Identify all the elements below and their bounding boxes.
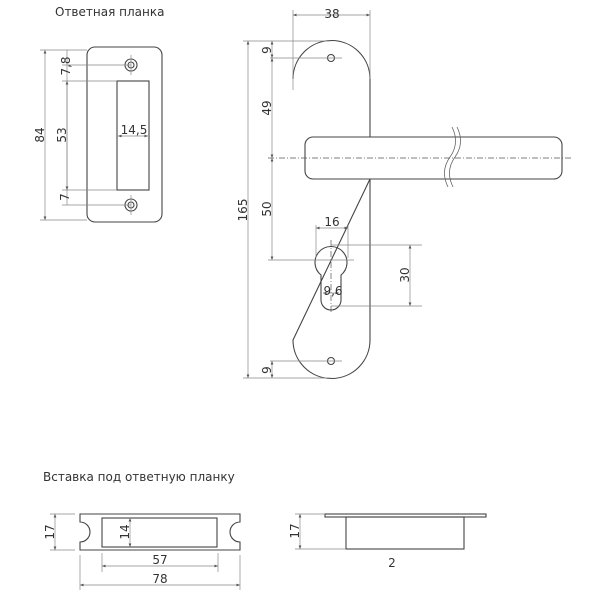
dim-57: 57 — [152, 553, 167, 567]
dim-16: 16 — [324, 215, 339, 229]
dim-14: 14 — [118, 524, 132, 539]
dim-9-bottom: 9 — [260, 366, 274, 374]
dim-38: 38 — [324, 7, 339, 21]
insert-pocket — [101, 517, 218, 548]
dim-49: 49 — [260, 100, 274, 115]
strike-plate-slot — [116, 80, 150, 191]
insert-title: Вставка под ответную планку — [43, 470, 235, 484]
dim-14-5: 14,5 — [121, 123, 148, 137]
insert-side-body — [345, 516, 465, 550]
dim-7-8: 7,8 — [59, 56, 73, 75]
insert-view: Вставка под ответную планку 17 14 57 78 … — [43, 470, 487, 590]
dim-17-side: 17 — [288, 523, 302, 538]
dim-53: 53 — [55, 127, 69, 142]
dim-50: 50 — [260, 201, 274, 216]
dim-30: 30 — [398, 267, 412, 282]
strike-plate-outline — [86, 46, 163, 223]
break-line-icon — [444, 126, 456, 188]
dim-17: 17 — [43, 524, 57, 539]
strike-plate-title: Ответная планка — [55, 5, 164, 19]
dim-84: 84 — [33, 127, 47, 142]
handle-view: 38 165 9 49 50 16 30 9,6 9 — [236, 7, 572, 380]
dim-2: 2 — [388, 556, 396, 570]
handle-plate-outline — [292, 39, 371, 380]
dim-165: 165 — [236, 199, 250, 222]
insert-top-outline — [79, 513, 241, 551]
dim-9-top: 9 — [260, 46, 274, 54]
dim-78: 78 — [152, 572, 167, 586]
dim-9-6: 9,6 — [323, 284, 342, 298]
strike-plate-view: Ответная планка 84 53 7,8 7 14,5 — [33, 5, 164, 223]
dim-7: 7 — [58, 193, 72, 201]
